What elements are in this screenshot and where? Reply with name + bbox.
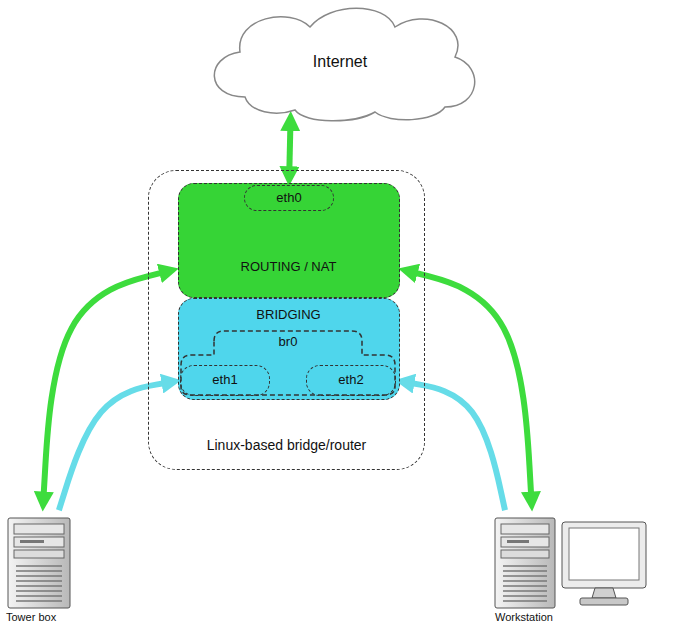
tower-case (8, 518, 70, 608)
node-label: br0 (279, 335, 298, 350)
monitor-neck (592, 588, 616, 598)
drive-bay (14, 537, 64, 547)
vent-lines (16, 566, 62, 601)
tower-computer (8, 518, 70, 608)
interface-box: eth1 (180, 365, 270, 396)
drive-slot (507, 540, 529, 543)
drive-bay (14, 550, 64, 558)
monitor-frame (562, 522, 646, 588)
drive-bay (14, 524, 64, 534)
node-label: ROUTING / NAT (241, 260, 337, 275)
computer-node: Workstation (478, 500, 658, 628)
node-label: Linux-based bridge/router (207, 437, 367, 453)
node-label: BRIDGING (256, 308, 320, 323)
drive-slot (20, 540, 44, 543)
link-arrow (289, 124, 290, 173)
drive-bay (501, 524, 549, 534)
node-label: Tower box (6, 611, 56, 624)
workstation-computer (495, 518, 646, 608)
drive-bay (501, 550, 549, 558)
link-arrow (59, 383, 168, 511)
bridge-path (181, 331, 395, 395)
node-label: Internet (313, 53, 367, 71)
routing-box: eth0ROUTING / NAT (178, 183, 400, 298)
interface-box: eth2 (306, 365, 396, 396)
bridging-box: eth1 eth2 br0 BRIDGING (178, 298, 400, 400)
node-label: eth1 (212, 373, 237, 388)
vent-lines (503, 566, 547, 601)
computer-node: Tower box (0, 500, 95, 628)
interface-box: eth0 (244, 185, 334, 211)
monitor-screen (569, 528, 639, 580)
cloud-path (214, 8, 474, 121)
monitor-base (580, 598, 628, 605)
tower-case (495, 518, 555, 608)
node-label: Workstation (495, 611, 553, 624)
cloud-shape: Internet (195, 2, 485, 122)
drive-bay (501, 537, 549, 547)
device-boundary: eth0ROUTING / NAT eth1 eth2 br0 BRIDGING Linu… (148, 170, 425, 470)
link-arrow (408, 383, 505, 511)
node-label: eth2 (338, 373, 363, 388)
node-label: eth0 (276, 191, 301, 206)
bridge-interface: eth1 eth2 br0 (179, 329, 397, 397)
